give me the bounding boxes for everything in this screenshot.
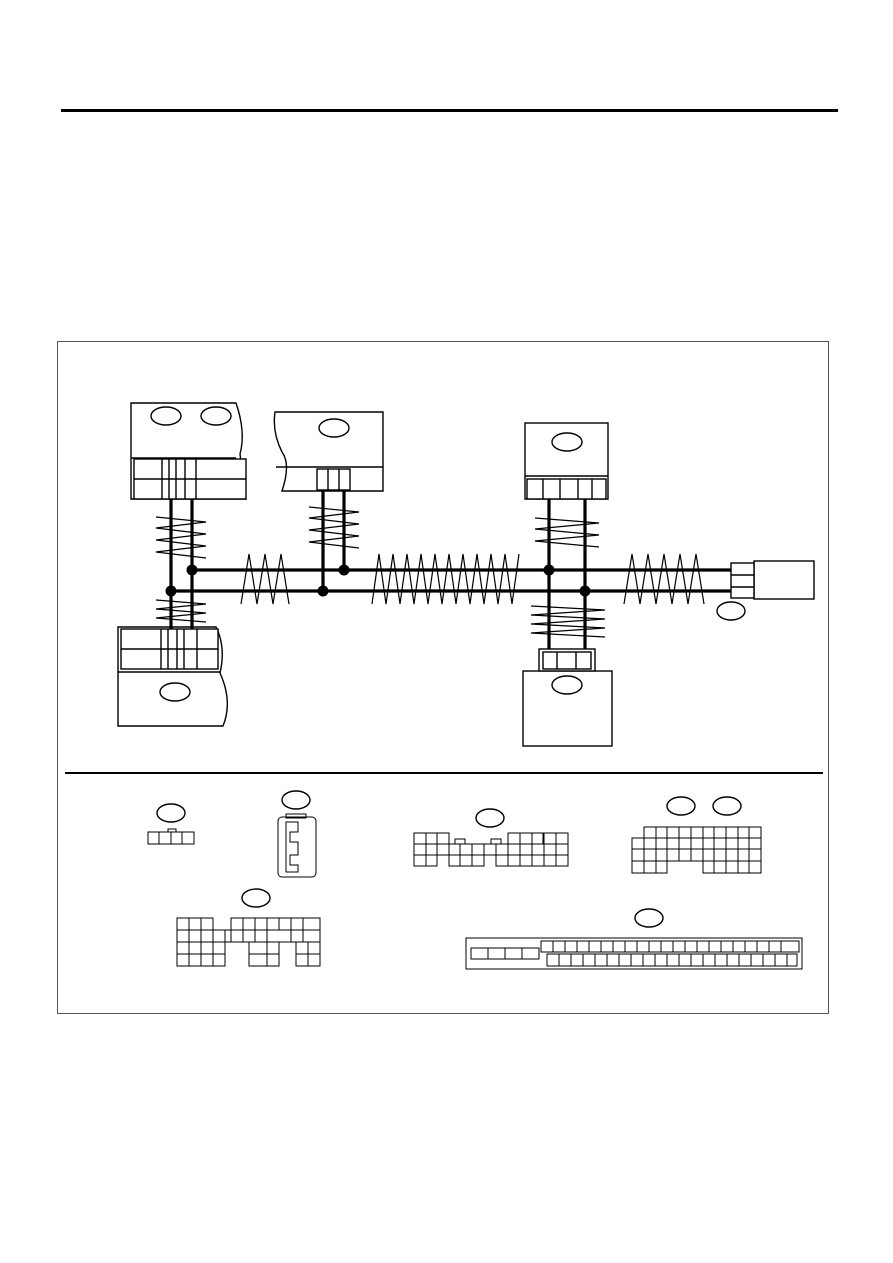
upper-right-unit: [524, 422, 609, 500]
splice-dot: [317, 585, 329, 597]
splice-dot: [165, 585, 177, 597]
twisted-pair-marks: [155, 506, 705, 638]
connector-callout: [634, 908, 664, 928]
connector-callout: [159, 682, 191, 702]
connector-callout: [551, 432, 583, 452]
right-side-unit: [716, 560, 815, 621]
lower-left-unit: [117, 626, 228, 727]
connector-callout: [150, 406, 182, 426]
connector-callout: [712, 796, 742, 816]
upper-middle-unit: [273, 411, 384, 492]
connector-callout: [475, 808, 505, 828]
splice-dot: [338, 564, 350, 576]
splice-dot: [186, 564, 198, 576]
vertical-3-pin-connector: [277, 790, 317, 878]
twin-tag-connector: [631, 796, 762, 874]
wiring-diagram-svg: [65, 402, 823, 970]
connector-callout: [281, 790, 311, 810]
connector-callout: [156, 803, 186, 823]
small-4-pin-connector: [147, 803, 195, 845]
splice-dot: [579, 585, 591, 597]
page-header-rule: [61, 109, 838, 112]
dual-row-connector: [413, 808, 569, 867]
connector-callout: [241, 888, 271, 908]
connector-callout: [716, 601, 746, 621]
connector-callout: [666, 796, 696, 816]
connector-callout: [318, 418, 350, 438]
splice-dot: [543, 564, 555, 576]
upper-left-unit: [130, 402, 247, 500]
wiring-diagram-figure: [57, 341, 829, 1014]
splice-points: [165, 564, 591, 597]
connector-callout: [200, 406, 232, 426]
wide-dual-row-connector: [176, 888, 321, 967]
long-strip-connector: [465, 908, 803, 970]
lower-right-unit: [522, 648, 613, 747]
connector-callout: [551, 675, 583, 695]
